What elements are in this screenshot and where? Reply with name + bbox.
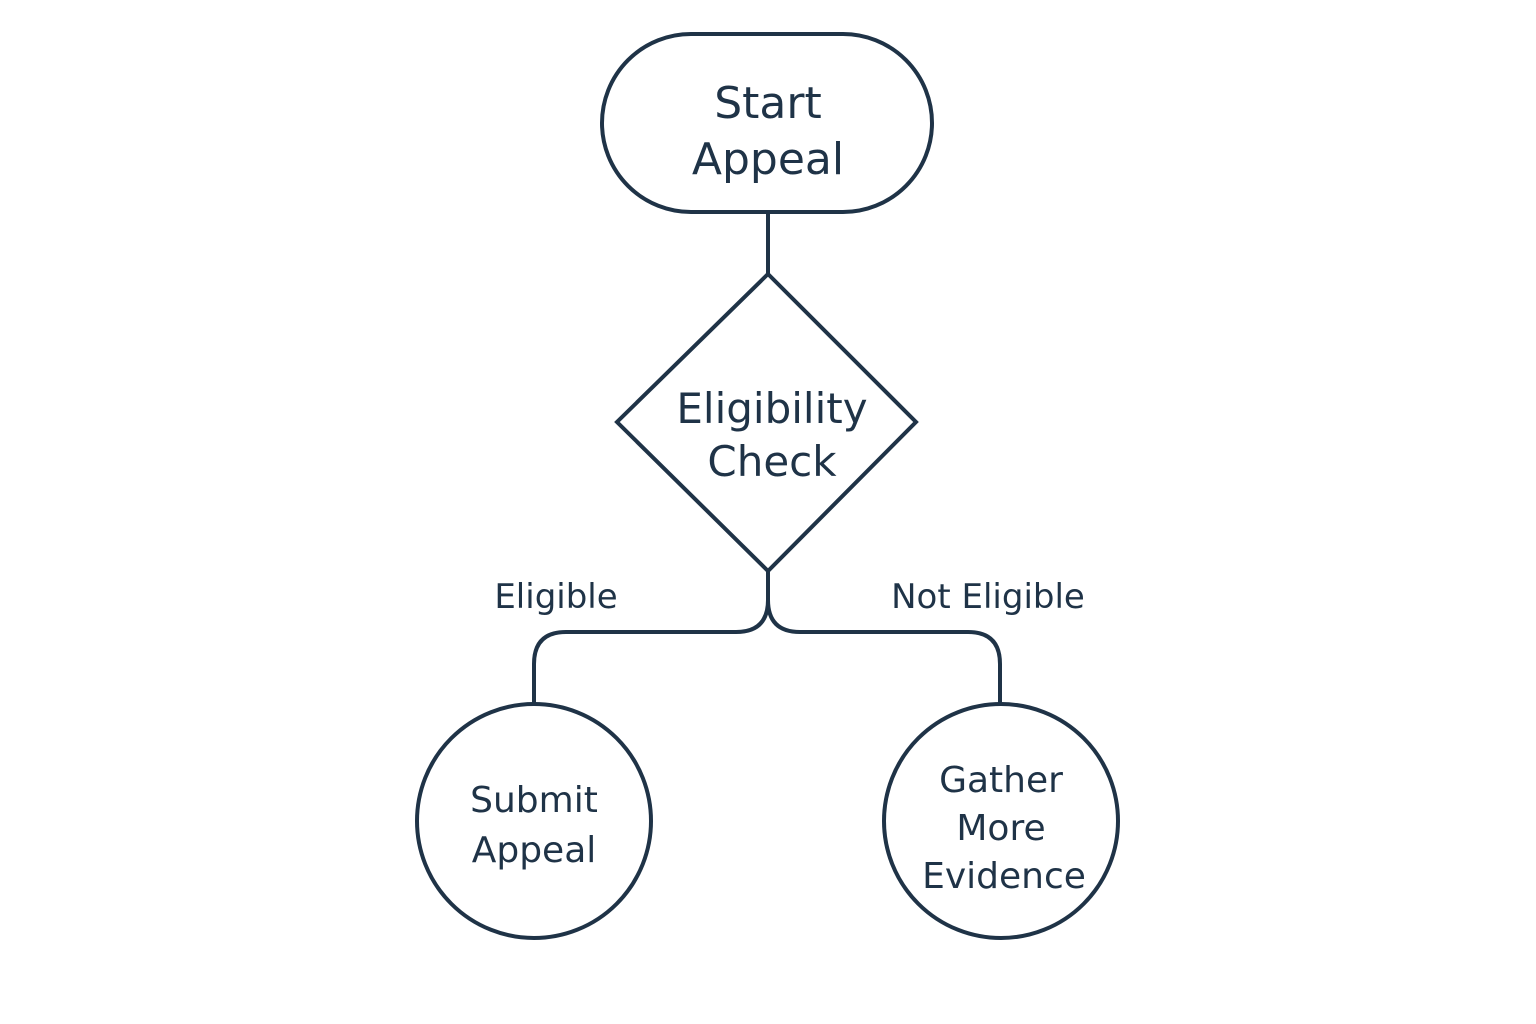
check-label-line-2: Check [707, 437, 837, 486]
gather-label-line-1: Gather [939, 760, 1063, 801]
submit-label-line-2: Appeal [472, 830, 597, 871]
start-terminal-shape [600, 32, 934, 214]
connector-check-to-gather [766, 598, 1002, 706]
decision-diamond-shape [614, 271, 919, 574]
node-submit-appeal: Submit Appeal [415, 702, 653, 940]
start-label-line-1: Start [714, 78, 822, 129]
check-label-line-1: Eligibility [676, 384, 867, 433]
submit-label-line-1: Submit [470, 780, 598, 821]
node-start-appeal: Start Appeal [600, 32, 934, 214]
gather-label-line-2: More [956, 808, 1045, 849]
gather-label-line-3: Evidence [922, 856, 1086, 897]
gather-circle-shape [882, 702, 1120, 940]
edge-label-eligible: Eligible [494, 577, 617, 617]
edge-label-not-eligible: Not Eligible [891, 577, 1085, 617]
connector-check-to-submit [532, 569, 770, 706]
node-eligibility-check: Eligibility Check [614, 271, 919, 574]
start-label-line-2: Appeal [692, 134, 844, 185]
node-gather-more-evidence: Gather More Evidence [882, 702, 1120, 940]
submit-circle-shape [415, 702, 653, 940]
